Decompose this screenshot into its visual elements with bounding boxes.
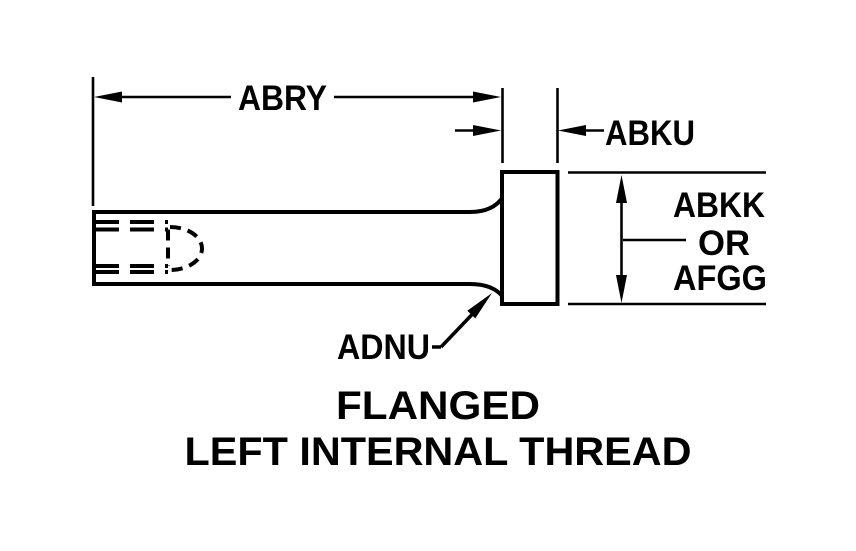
abry-right-arrow-icon	[473, 91, 501, 103]
flange-outline	[500, 170, 560, 306]
or-label: OR	[698, 224, 750, 263]
diameter-up-arrow-icon	[616, 175, 627, 203]
flange-diameter-dimension: ABKK OR AFGG	[568, 171, 767, 306]
figure-caption-line-1: FLANGED	[336, 384, 540, 428]
figure-caption-line-2: LEFT INTERNAL THREAD	[185, 430, 692, 474]
adnu-leader-line	[439, 312, 475, 349]
abkk-label: ABKK	[673, 186, 765, 225]
abry-label: ABRY	[238, 79, 327, 118]
abku-label: ABKU	[605, 114, 695, 153]
abry-dimension: ABRY	[91, 77, 501, 206]
internal-thread-hidden-lines	[95, 220, 204, 274]
diameter-down-arrow-icon	[616, 275, 627, 303]
shank-outline	[92, 195, 505, 299]
adnu-arrow-icon	[467, 293, 492, 319]
adnu-label: ADNU	[337, 328, 430, 367]
adnu-callout: ADNU	[337, 293, 492, 367]
abku-left-arrow-icon	[473, 125, 501, 136]
abku-dimension: ABKU	[455, 88, 695, 163]
abry-left-arrow-icon	[94, 91, 122, 103]
afgg-label: AFGG	[673, 259, 767, 298]
abku-right-arrow-icon	[558, 125, 586, 136]
